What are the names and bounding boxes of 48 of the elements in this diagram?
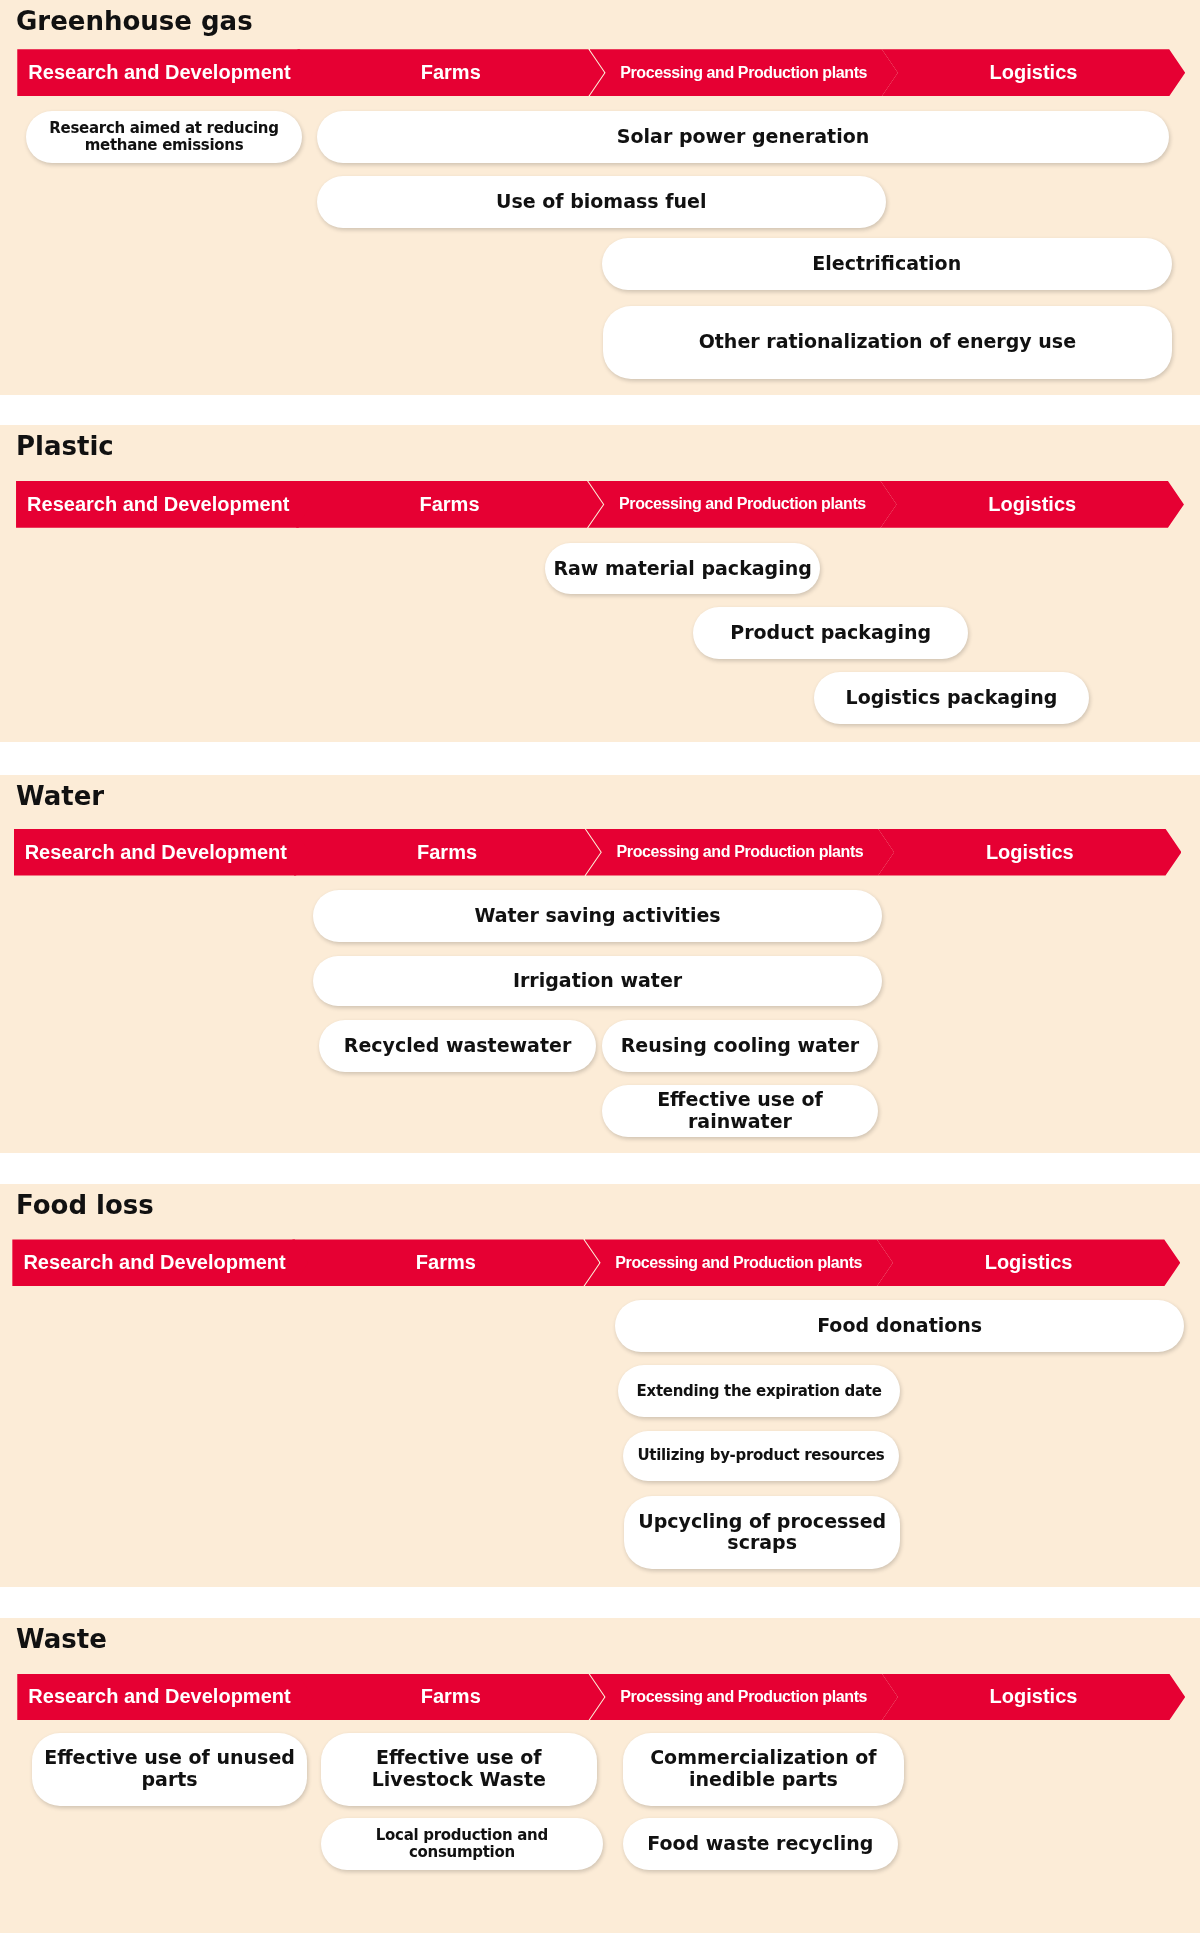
pill-label: Effective use of rainwater bbox=[601, 1085, 879, 1138]
pill-label: Effective use of unused parts bbox=[32, 1732, 308, 1806]
chevron-banner: Logistics bbox=[876, 1239, 1181, 1287]
pill-label: Extending the expiration date bbox=[617, 1365, 901, 1418]
chevron-banner: Logistics bbox=[881, 49, 1186, 97]
chevron-banner: Processing and Production plants bbox=[589, 1673, 898, 1721]
pill-label: Upcycling of processed scraps bbox=[624, 1495, 901, 1569]
section-panel bbox=[0, 425, 1200, 743]
pill-label: Food waste recycling bbox=[622, 1817, 898, 1870]
section-panel bbox=[0, 774, 1200, 1154]
pill-label: Product packaging bbox=[693, 606, 969, 659]
section-heading: Water bbox=[16, 780, 105, 811]
section-panel bbox=[0, 0, 1200, 395]
pill-label: Commercialization of inedible parts bbox=[622, 1732, 904, 1806]
section-heading: Waste bbox=[16, 1624, 107, 1655]
chevron-banner: Farms bbox=[297, 49, 605, 97]
pill-label: Research aimed at reducing methane emissions bbox=[25, 111, 303, 163]
chevron-banner: Processing and Production plants bbox=[585, 828, 895, 876]
pill-label: Local production and consumption bbox=[320, 1817, 604, 1870]
pill-label: Reusing cooling water bbox=[601, 1019, 879, 1072]
chevron-banner: Processing and Production plants bbox=[588, 480, 897, 528]
pill-label: Water saving activities bbox=[313, 890, 882, 943]
section-panel bbox=[0, 1618, 1200, 1933]
chevron-banner: Farms bbox=[293, 828, 601, 876]
chevron-banner: Processing and Production plants bbox=[584, 1239, 893, 1287]
pill-label: Electrification bbox=[601, 238, 1172, 290]
chevron-banner: Farms bbox=[296, 480, 604, 528]
chevron-banner: Logistics bbox=[878, 828, 1182, 876]
chevron-banner: Processing and Production plants bbox=[589, 49, 898, 97]
chevron-banner: Farms bbox=[297, 1673, 605, 1721]
chevron-banner: Logistics bbox=[881, 1673, 1186, 1721]
section-heading: Food loss bbox=[16, 1189, 154, 1220]
section-heading: Plastic bbox=[16, 431, 114, 462]
chevron-banner: Research and Development bbox=[13, 828, 312, 876]
chevron-banner: Logistics bbox=[880, 480, 1184, 528]
pill-label: Food donations bbox=[615, 1299, 1184, 1352]
section-heading: Greenhouse gas bbox=[16, 6, 253, 36]
pill-label: Logistics packaging bbox=[813, 672, 1089, 724]
pill-label: Other rationalization of energy use bbox=[603, 305, 1172, 379]
chevron-banner: Farms bbox=[292, 1239, 600, 1287]
pill-label: Solar power generation bbox=[316, 111, 1170, 163]
pill-label: Effective use of Livestock Waste bbox=[320, 1732, 597, 1806]
pill-label: Use of biomass fuel bbox=[316, 176, 886, 229]
pill-label: Irrigation water bbox=[313, 955, 882, 1007]
pill-label: Utilizing by-product resources bbox=[622, 1430, 900, 1482]
pill-label: Raw material packaging bbox=[545, 542, 821, 595]
pill-label: Recycled wastewater bbox=[319, 1019, 596, 1072]
section-panel bbox=[0, 1183, 1200, 1588]
